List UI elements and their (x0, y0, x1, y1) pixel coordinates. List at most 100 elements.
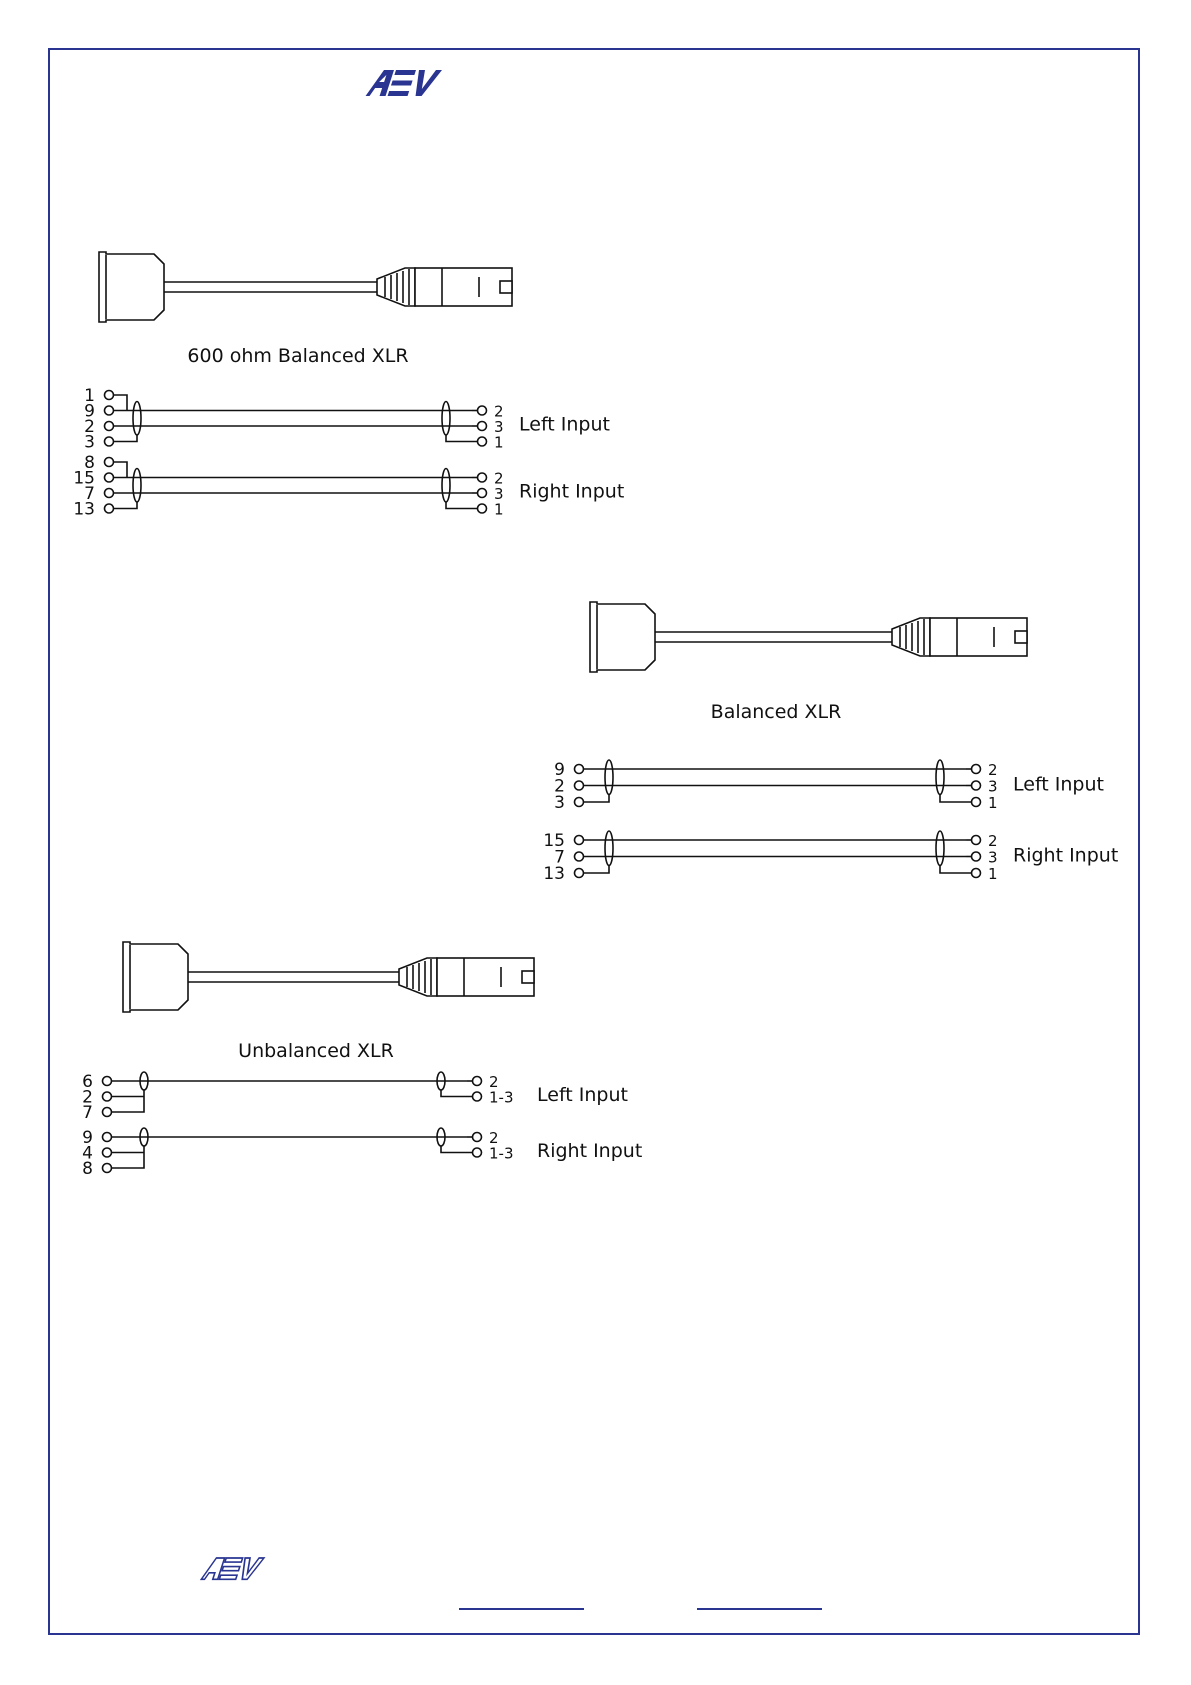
left-pin-label: 8 (82, 1159, 93, 1179)
pin-circle (478, 437, 487, 446)
pin-circle (575, 798, 584, 807)
left-pin-label: 3 (84, 433, 95, 453)
section-caption: 600 ohm Balanced XLR (187, 345, 408, 367)
pin-circle (972, 869, 981, 878)
shield-drain (940, 795, 972, 803)
pin-circle (103, 1092, 112, 1101)
ground-wire (114, 502, 138, 509)
input-label: Right Input (519, 481, 624, 503)
input-label: Left Input (1013, 773, 1104, 795)
pin-circle (105, 437, 114, 446)
pin-circle (478, 473, 487, 482)
pin-circle (103, 1077, 112, 1086)
right-pin-label: 1 (988, 865, 998, 883)
pin-circle (105, 504, 114, 513)
left-pin-label: 3 (554, 793, 565, 813)
left-pin-label: 7 (82, 1103, 93, 1123)
box-connector (590, 602, 655, 672)
pin-circle (972, 765, 981, 774)
ground-wire (112, 1146, 145, 1168)
pin-circle (473, 1133, 482, 1142)
shield-drain (446, 502, 478, 509)
shield-oval-left (605, 760, 613, 795)
logo-top (366, 70, 442, 96)
left-pin-label: 13 (543, 864, 565, 884)
signature-line-1 (459, 1608, 584, 1610)
pin-circle (575, 836, 584, 845)
input-label: Left Input (519, 414, 610, 436)
pin-circle (575, 765, 584, 774)
pin-circle (478, 504, 487, 513)
pin-circle (478, 422, 487, 431)
box-connector (123, 942, 188, 1012)
shield-oval-right (936, 831, 944, 866)
pin-circle (478, 489, 487, 498)
shield-oval-left (133, 469, 141, 503)
shield-drain (940, 866, 972, 874)
ground-wire (114, 435, 138, 442)
right-pin-label: 1-3 (489, 1145, 514, 1163)
right-pin-label: 1-3 (489, 1089, 514, 1107)
pin-circle (103, 1164, 112, 1173)
pin-circle (105, 422, 114, 431)
section-caption: Unbalanced XLR (238, 1040, 394, 1062)
pin-circle (103, 1148, 112, 1157)
ground-wire (112, 1090, 145, 1112)
right-pin-label: 3 (988, 778, 998, 796)
box-connector (99, 252, 164, 322)
pin-circle (478, 406, 487, 415)
input-label: Right Input (537, 1140, 642, 1162)
logo-bottom (201, 1558, 264, 1579)
pin-circle (575, 869, 584, 878)
shield-oval-right (442, 402, 450, 436)
pin-circle (103, 1133, 112, 1142)
right-pin-label: 2 (988, 832, 998, 850)
pin-circle (105, 458, 114, 467)
shield-oval-left (605, 831, 613, 866)
pin-circle (105, 473, 114, 482)
right-pin-label: 2 (988, 761, 998, 779)
xlr-plug (930, 618, 1027, 656)
right-pin-label: 3 (988, 849, 998, 867)
shield-oval-left (133, 402, 141, 436)
wiring-row: 94821-3Right Input (82, 1128, 642, 1179)
pin-circle (972, 836, 981, 845)
left-pin-label: 13 (73, 500, 95, 520)
pin-circle (972, 781, 981, 790)
pin-circle (105, 406, 114, 415)
xlr-plug (437, 958, 534, 996)
pin-circle (105, 391, 114, 400)
ground-wire (584, 866, 610, 874)
pin-circle (575, 852, 584, 861)
pin-circle (103, 1108, 112, 1117)
section-caption: Balanced XLR (711, 701, 842, 723)
strap-wire (114, 462, 128, 478)
pin-circle (473, 1092, 482, 1101)
pin-circle (972, 798, 981, 807)
right-pin-label: 1 (988, 794, 998, 812)
pin-circle (575, 781, 584, 790)
right-pin-label: 1 (494, 501, 504, 519)
shield-oval-right (936, 760, 944, 795)
pin-circle (105, 489, 114, 498)
shield-drain (446, 435, 478, 442)
pin-circle (972, 852, 981, 861)
pin-circle (473, 1148, 482, 1157)
input-label: Left Input (537, 1084, 628, 1106)
strap-wire (114, 395, 128, 411)
xlr-plug (415, 268, 512, 306)
pin-circle (473, 1077, 482, 1086)
signature-line-2 (697, 1608, 822, 1610)
shield-oval-right (442, 469, 450, 503)
ground-wire (584, 795, 610, 803)
